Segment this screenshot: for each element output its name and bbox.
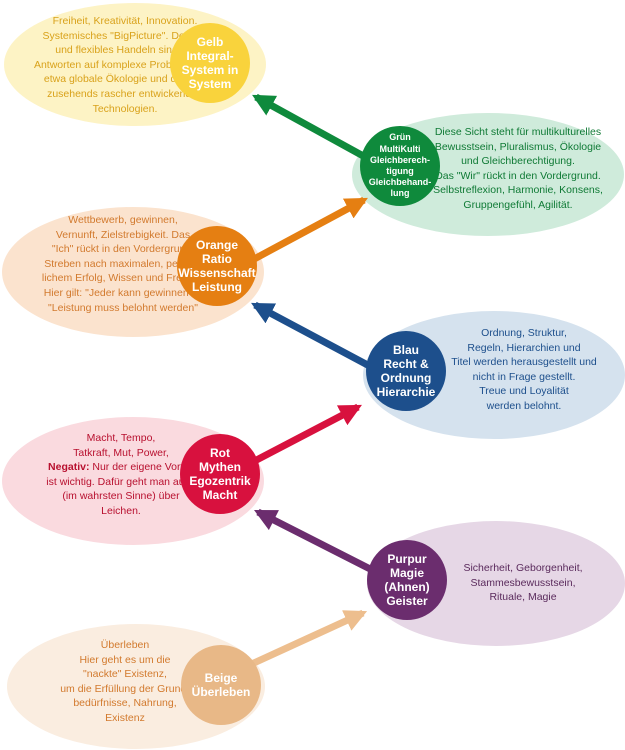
desc-line: ist wichtig. Dafür geht man auch <box>46 475 196 488</box>
desc-line: Selbstreflexion, Harmonie, Konsens, <box>433 184 603 197</box>
circle-beige: Beige Überleben <box>181 645 261 725</box>
desc-line: zusehends rascher entwickenden <box>47 87 203 100</box>
desc-line: Diese Sicht steht für multikulturelles <box>434 126 602 138</box>
desc-line: werden belohnt. <box>486 399 562 412</box>
arrow-beige-to-purpur <box>241 609 368 672</box>
desc-line: Existenz <box>105 711 145 724</box>
circle-line: Grün <box>389 132 411 143</box>
desc-line: Überleben <box>100 639 150 651</box>
circle-line: Geister <box>386 594 428 608</box>
circle-line: MultiKulti <box>379 143 421 154</box>
arrow-orange-to-gruen <box>241 196 368 269</box>
circle-line: Rot <box>210 446 230 460</box>
circle-line: Wissenschaft <box>178 266 256 280</box>
circle-orange: Orange Ratio Wissenschaft Leistung <box>177 226 257 306</box>
circle-line: Überleben <box>191 685 251 699</box>
desc-line: Bewusstsein, Pluralismus, Ökologie <box>434 140 602 153</box>
desc-line: Das "Wir" rückt in den Vordergrund. <box>435 169 601 182</box>
description-beige: Überleben Hier geht es um die "nackte" E… <box>30 638 220 726</box>
circle-line: Egozentrik <box>189 474 251 488</box>
desc-line-negativ: Negativ: Nur der eigene Vorteil <box>14 460 228 475</box>
desc-line: Regeln, Hierarchien und <box>467 341 581 354</box>
desc-line: Systemisches "BigPicture". Denken <box>42 29 208 42</box>
circle-line: Gleichbehand- <box>368 177 432 188</box>
description-purpur: Sicherheit, Geborgenheit, Stammesbewusst… <box>448 561 598 605</box>
circle-rot: Rot Mythen Egozentrik Macht <box>180 434 260 514</box>
circle-line: Beige <box>204 671 238 685</box>
desc-line: Treue und Loyalität <box>479 385 569 398</box>
desc-line: um die Erfüllung der Grund- <box>60 682 190 695</box>
desc-line: Hier geht es um die <box>79 653 171 666</box>
desc-line: Rituale, Magie <box>489 591 557 604</box>
desc-line: (im wahrsten Sinne) über <box>62 490 180 503</box>
desc-line: "Ich" rückt in den Vordergrund. <box>51 243 195 256</box>
negativ-text: Nur der eigene Vorteil <box>89 461 194 474</box>
desc-line: und flexibles Handeln sind die <box>55 44 195 57</box>
description-rot: Macht, Tempo, Tatkraft, Mut, Power, Nega… <box>14 431 228 519</box>
circle-gelb: Gelb Integral- System in System <box>170 23 250 103</box>
circle-line: Blau <box>392 343 419 357</box>
arrow-purpur-to-rot <box>254 508 380 577</box>
circle-line: Recht & <box>383 357 429 371</box>
description-gruen: Diese Sicht steht für multikulturelles B… <box>418 125 618 213</box>
desc-line: etwa globale Ökologie und die sich <box>43 73 207 86</box>
description-blau: Ordnung, Struktur, Regeln, Hierarchien u… <box>440 326 608 414</box>
desc-line: Gruppengefühl, Agilität. <box>463 198 573 211</box>
circle-line: Purpur <box>387 552 427 566</box>
arrow-gruen-to-gelb <box>252 93 378 167</box>
circle-line: Hierarchie <box>376 385 436 399</box>
circle-line: lung <box>390 188 410 199</box>
desc-line: Sicherheit, Geborgenheit, <box>463 562 583 574</box>
desc-line: Freiheit, Kreativität, Innovation. <box>52 15 198 27</box>
circle-line: System in <box>181 63 239 77</box>
circle-purpur: Purpur Magie (Ahnen) Geister <box>367 540 447 620</box>
desc-line: Stammesbewusstsein, <box>470 576 576 589</box>
circle-line: (Ahnen) <box>384 580 430 594</box>
circle-line: Gleichberech- <box>369 154 431 165</box>
desc-line: Ordnung, Struktur, <box>481 327 567 339</box>
circle-line: Orange <box>195 238 238 252</box>
desc-line: "nackte" Existenz, <box>83 668 167 681</box>
desc-line: und Gleichberechtigung. <box>461 155 575 168</box>
desc-line: Technologien. <box>92 102 158 115</box>
circle-line: Integral- <box>186 49 234 63</box>
circle-line: Leistung <box>192 280 242 294</box>
desc-line: lichem Erfolg, Wissen und Freiheit. <box>41 272 205 285</box>
desc-line: Titel werden herausgestellt und <box>451 356 597 369</box>
circle-line: System <box>188 77 232 91</box>
desc-line: nicht in Frage gestellt. <box>472 370 576 383</box>
desc-line: Tatkraft, Mut, Power, <box>73 446 169 459</box>
desc-line: "Leistung muss belohnt werden" <box>48 301 198 314</box>
circle-line: Ordnung <box>380 371 432 385</box>
circle-line: tigung <box>386 166 414 176</box>
arrow-blau-to-orange <box>251 301 379 374</box>
circle-blau: Blau Recht & Ordnung Hierarchie <box>366 331 446 411</box>
circle-line: Magie <box>389 566 424 580</box>
desc-line: Vernunft, Zielstrebigkeit. Das <box>55 228 191 241</box>
negativ-label: Negativ: <box>48 461 90 474</box>
desc-line: Macht, Tempo, <box>86 432 156 444</box>
arrow-rot-to-blau <box>241 403 362 471</box>
desc-line: bedürfnisse, Nahrung, <box>73 697 177 710</box>
circle-gruen: Grün MultiKulti Gleichberech- tigung Gle… <box>360 126 440 206</box>
desc-line: Leichen. <box>101 504 141 517</box>
desc-line: Streben nach maximalen, persön- <box>44 257 202 270</box>
circle-line: Ratio <box>202 252 232 266</box>
circle-line: Macht <box>202 488 238 502</box>
circle-line: Gelb <box>196 35 224 49</box>
desc-line: Wettbewerb, gewinnen, <box>68 214 178 226</box>
desc-line: Hier gilt: "Jeder kann gewinnen" & <box>43 286 203 299</box>
circle-line: Mythen <box>199 460 241 474</box>
description-orange: Wettbewerb, gewinnen, Vernunft, Zielstre… <box>16 213 230 315</box>
